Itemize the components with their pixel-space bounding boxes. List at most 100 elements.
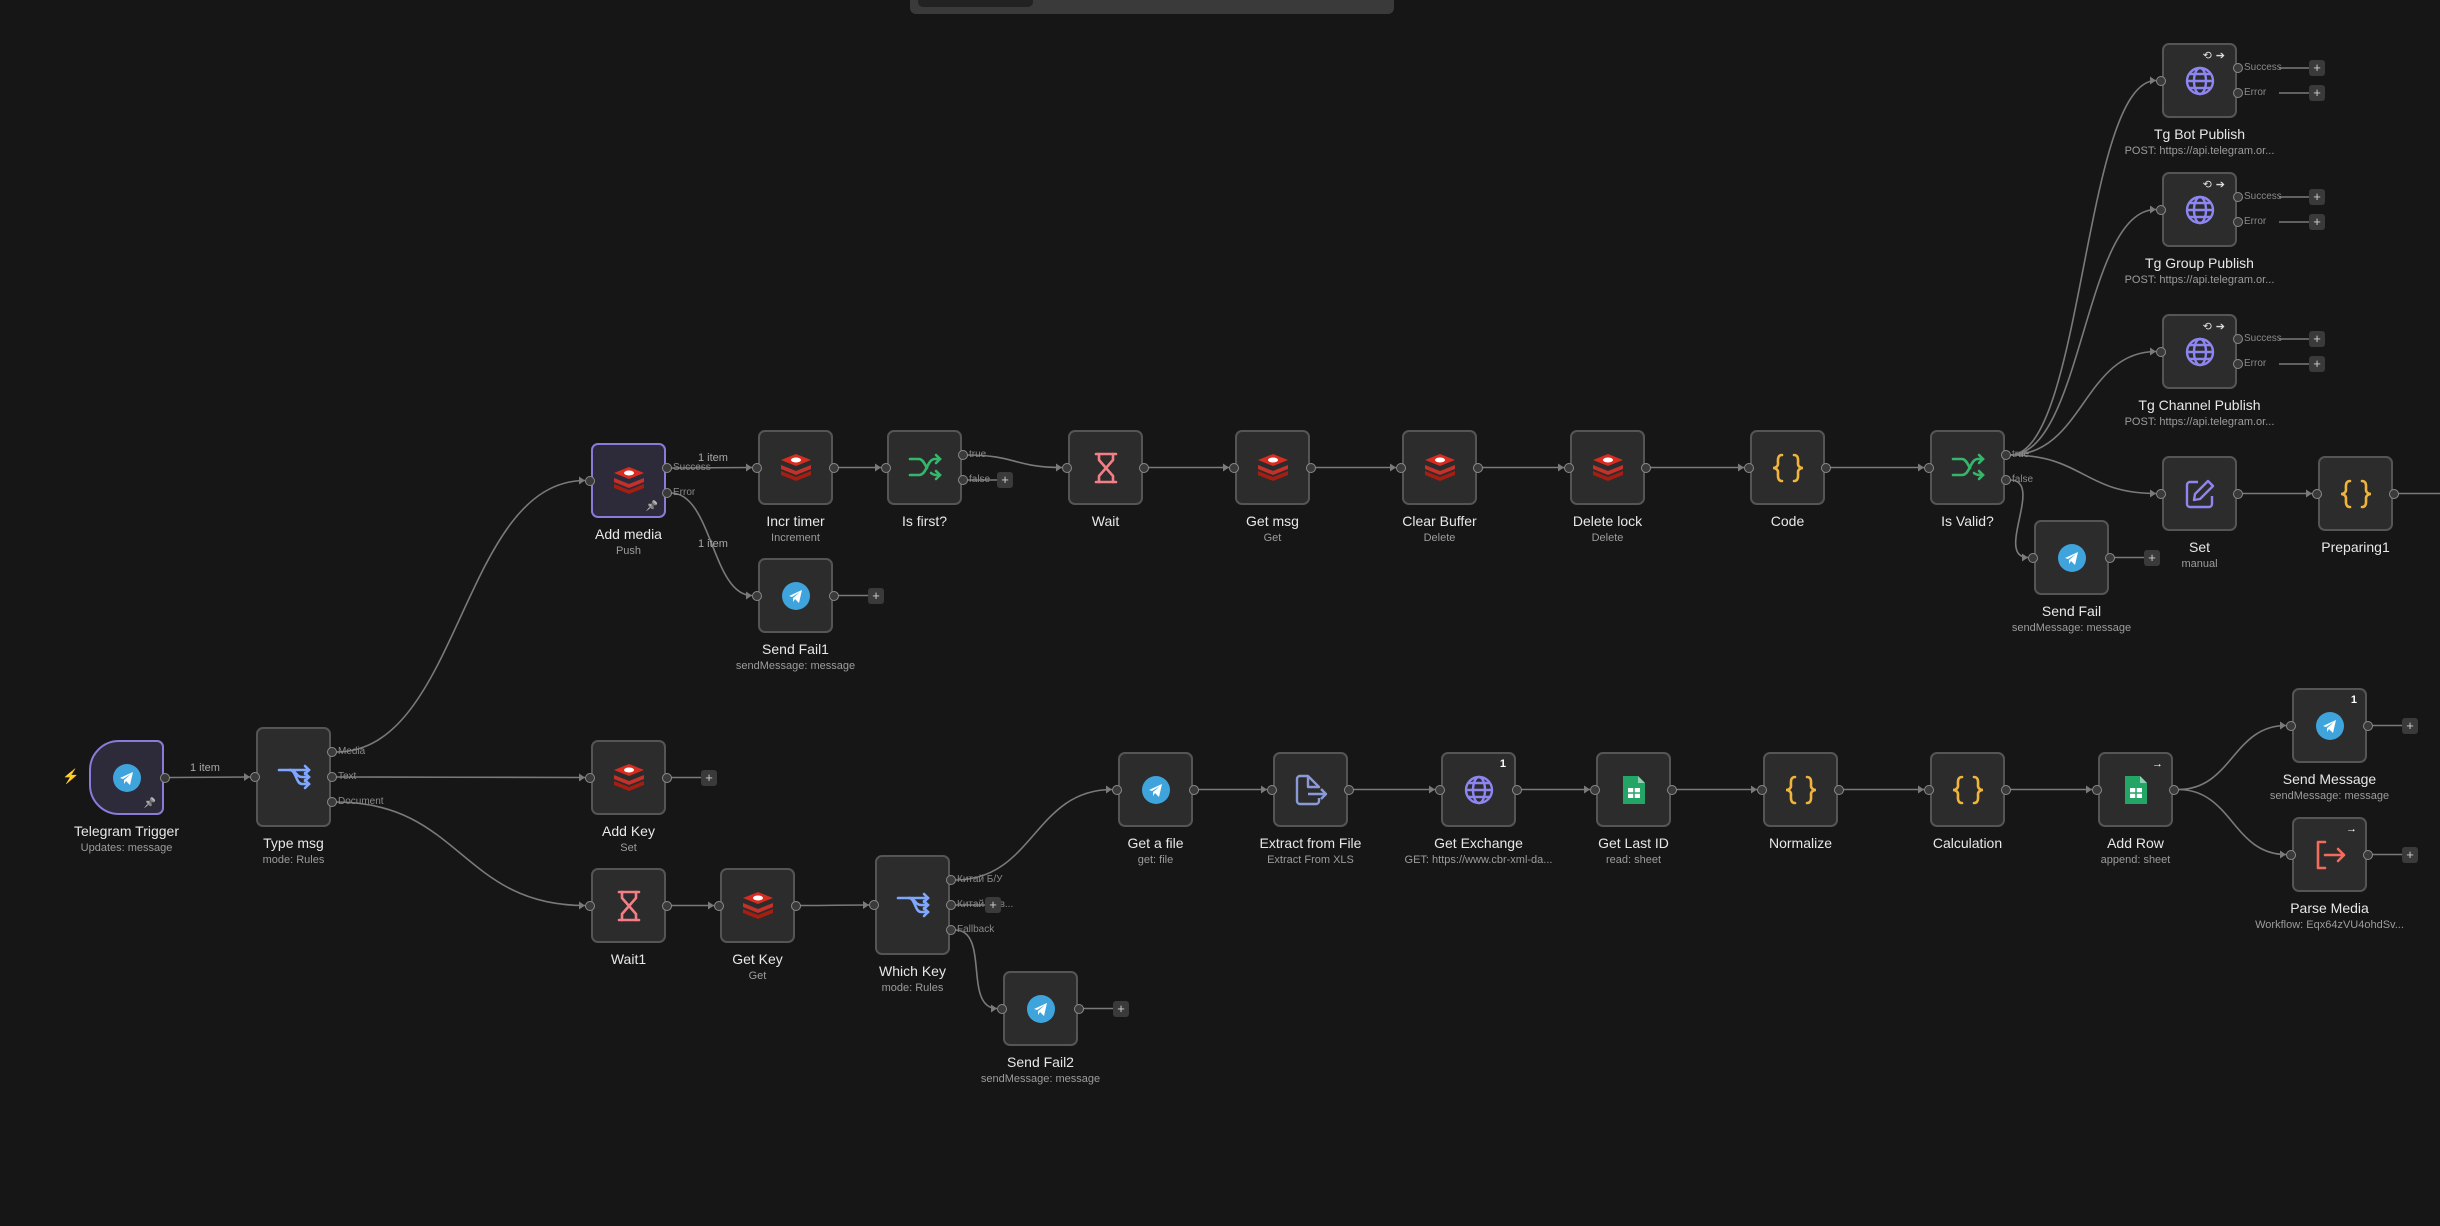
output-port[interactable] (829, 590, 839, 601)
add-node-button[interactable]: + (701, 769, 717, 786)
node-normalize[interactable]: Normalize (1757, 752, 1844, 851)
output-port[interactable] (1821, 462, 1831, 473)
add-node-button[interactable]: + (2309, 331, 2325, 347)
input-port[interactable] (752, 590, 762, 601)
add-node-button[interactable]: + (2309, 356, 2325, 372)
node-get-key-box[interactable] (720, 868, 795, 943)
input-port[interactable] (585, 900, 595, 911)
output-port[interactable] (2233, 359, 2243, 369)
output-port[interactable] (1512, 784, 1522, 795)
input-port[interactable] (2286, 720, 2296, 731)
node-clear-buffer-box[interactable] (1402, 430, 1477, 505)
output-port[interactable] (946, 925, 956, 935)
output-port[interactable] (2001, 450, 2011, 460)
add-node-button[interactable]: + (2309, 60, 2325, 76)
output-port[interactable] (2105, 552, 2115, 563)
add-node-button[interactable]: + (2309, 189, 2325, 205)
input-port[interactable] (1924, 462, 1934, 473)
node-code-box[interactable] (1750, 430, 1825, 505)
add-node-button[interactable]: + (2309, 214, 2325, 230)
input-port[interactable] (1267, 784, 1277, 795)
add-node-button[interactable]: + (985, 897, 1001, 913)
node-get-exchange-box[interactable]: 1 (1441, 752, 1516, 827)
output-port[interactable] (662, 463, 672, 473)
input-port[interactable] (2286, 849, 2296, 860)
node-send-fail-box[interactable] (2034, 520, 2109, 595)
input-port[interactable] (2028, 552, 2038, 563)
node-is-valid-box[interactable] (1930, 430, 2005, 505)
input-port[interactable] (250, 772, 260, 782)
node-telegram-trigger-box[interactable]: 📌 (89, 740, 164, 815)
output-port[interactable] (1306, 462, 1316, 473)
output-port[interactable] (2233, 192, 2243, 202)
output-port[interactable] (327, 797, 337, 807)
output-port[interactable] (2233, 63, 2243, 73)
node-tg-group-publish-box[interactable]: ⟲➔ (2162, 172, 2237, 247)
node-delete-lock-box[interactable] (1570, 430, 1645, 505)
node-add-key-box[interactable] (591, 740, 666, 815)
node-preparing1[interactable]: Preparing1 (2312, 456, 2399, 555)
output-port[interactable] (2169, 784, 2179, 795)
node-wait[interactable]: Wait (1062, 430, 1149, 529)
output-port[interactable] (2233, 217, 2243, 227)
output-port[interactable] (946, 875, 956, 885)
output-port[interactable] (327, 747, 337, 757)
output-port[interactable] (2233, 334, 2243, 344)
output-port[interactable] (2363, 849, 2373, 860)
input-port[interactable] (1590, 784, 1600, 795)
node-preparing1-box[interactable] (2318, 456, 2393, 531)
node-add-media-box[interactable]: 📌 (591, 443, 666, 518)
input-port[interactable] (2156, 75, 2166, 86)
input-port[interactable] (2312, 488, 2322, 499)
output-port[interactable] (160, 772, 170, 783)
node-is-first-box[interactable] (887, 430, 962, 505)
node-send-fail2-box[interactable] (1003, 971, 1078, 1046)
add-node-button[interactable]: + (868, 587, 884, 604)
input-port[interactable] (1062, 462, 1072, 473)
output-port[interactable] (829, 462, 839, 473)
node-parse-media-box[interactable]: → (2292, 817, 2367, 892)
input-port[interactable] (2092, 784, 2102, 795)
toolbar-tab[interactable] (918, 0, 1033, 7)
output-port[interactable] (1074, 1003, 1084, 1014)
node-incr-timer-box[interactable] (758, 430, 833, 505)
add-node-button[interactable]: + (2402, 717, 2418, 734)
node-tg-bot-publish-box[interactable]: ⟲➔ (2162, 43, 2237, 118)
output-port[interactable] (2389, 488, 2399, 499)
connection-get-key-which-key[interactable] (799, 904, 870, 907)
output-port[interactable] (2001, 784, 2011, 795)
add-node-button[interactable]: + (2144, 549, 2160, 566)
output-port[interactable] (662, 772, 672, 783)
output-port[interactable] (2233, 88, 2243, 98)
connection-type-msg-add-media[interactable] (335, 479, 586, 753)
connection-telegram-trigger-type-msg[interactable] (168, 776, 251, 779)
output-port[interactable] (662, 900, 672, 911)
node-calculation[interactable]: Calculation (1924, 752, 2011, 851)
output-port[interactable] (327, 772, 337, 782)
output-port[interactable] (2233, 488, 2243, 499)
output-port[interactable] (662, 488, 672, 498)
node-calculation-box[interactable] (1930, 752, 2005, 827)
output-port[interactable] (1189, 784, 1199, 795)
input-port[interactable] (1396, 462, 1406, 473)
input-port[interactable] (585, 772, 595, 783)
node-normalize-box[interactable] (1763, 752, 1838, 827)
input-port[interactable] (585, 475, 595, 486)
node-get-a-file-box[interactable] (1118, 752, 1193, 827)
